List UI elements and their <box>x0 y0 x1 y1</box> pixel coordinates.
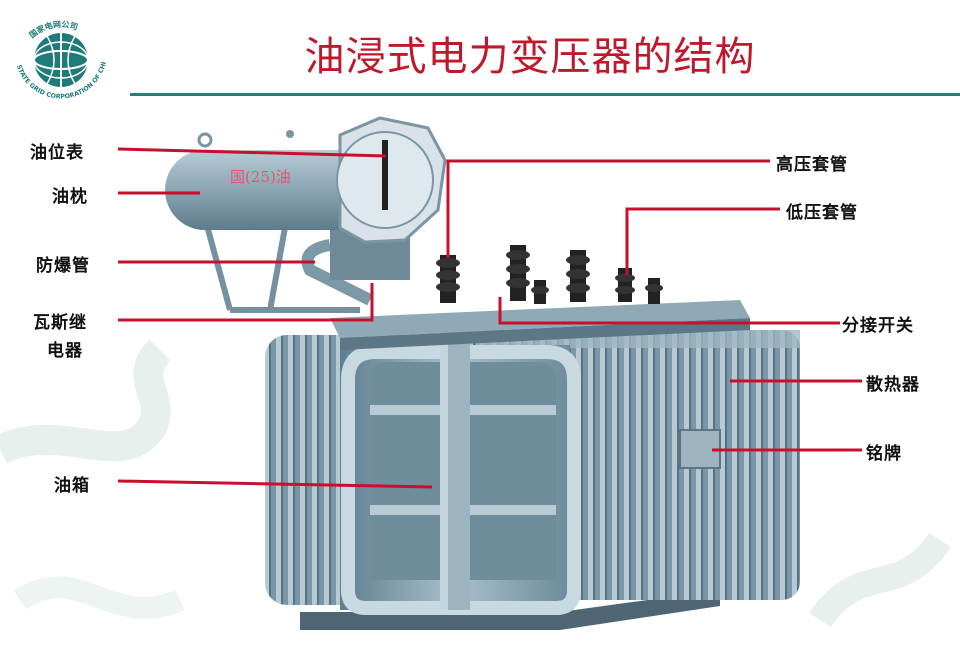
leader-lv-bushing <box>627 209 780 275</box>
leader-oil-tank <box>118 481 432 487</box>
label-nameplate: 铭牌 <box>866 439 902 464</box>
label-explosion-pipe: 防爆管 <box>36 251 90 276</box>
label-gas-relay-line1: 瓦斯继 <box>33 308 87 333</box>
leader-gas-relay <box>118 283 372 320</box>
label-oil-level-gauge: 油位表 <box>30 138 84 163</box>
leader-tap-changer <box>500 297 840 323</box>
leader-oil-level-gauge <box>118 149 386 156</box>
label-conservator: 油枕 <box>52 182 88 207</box>
label-hv-bushing: 高压套管 <box>776 150 848 175</box>
label-lv-bushing: 低压套管 <box>786 198 858 223</box>
label-tap-changer: 分接开关 <box>842 311 914 336</box>
label-oil-tank: 油箱 <box>54 471 90 496</box>
label-radiator: 散热器 <box>866 370 920 395</box>
label-gas-relay-line2: 电器 <box>47 336 83 361</box>
